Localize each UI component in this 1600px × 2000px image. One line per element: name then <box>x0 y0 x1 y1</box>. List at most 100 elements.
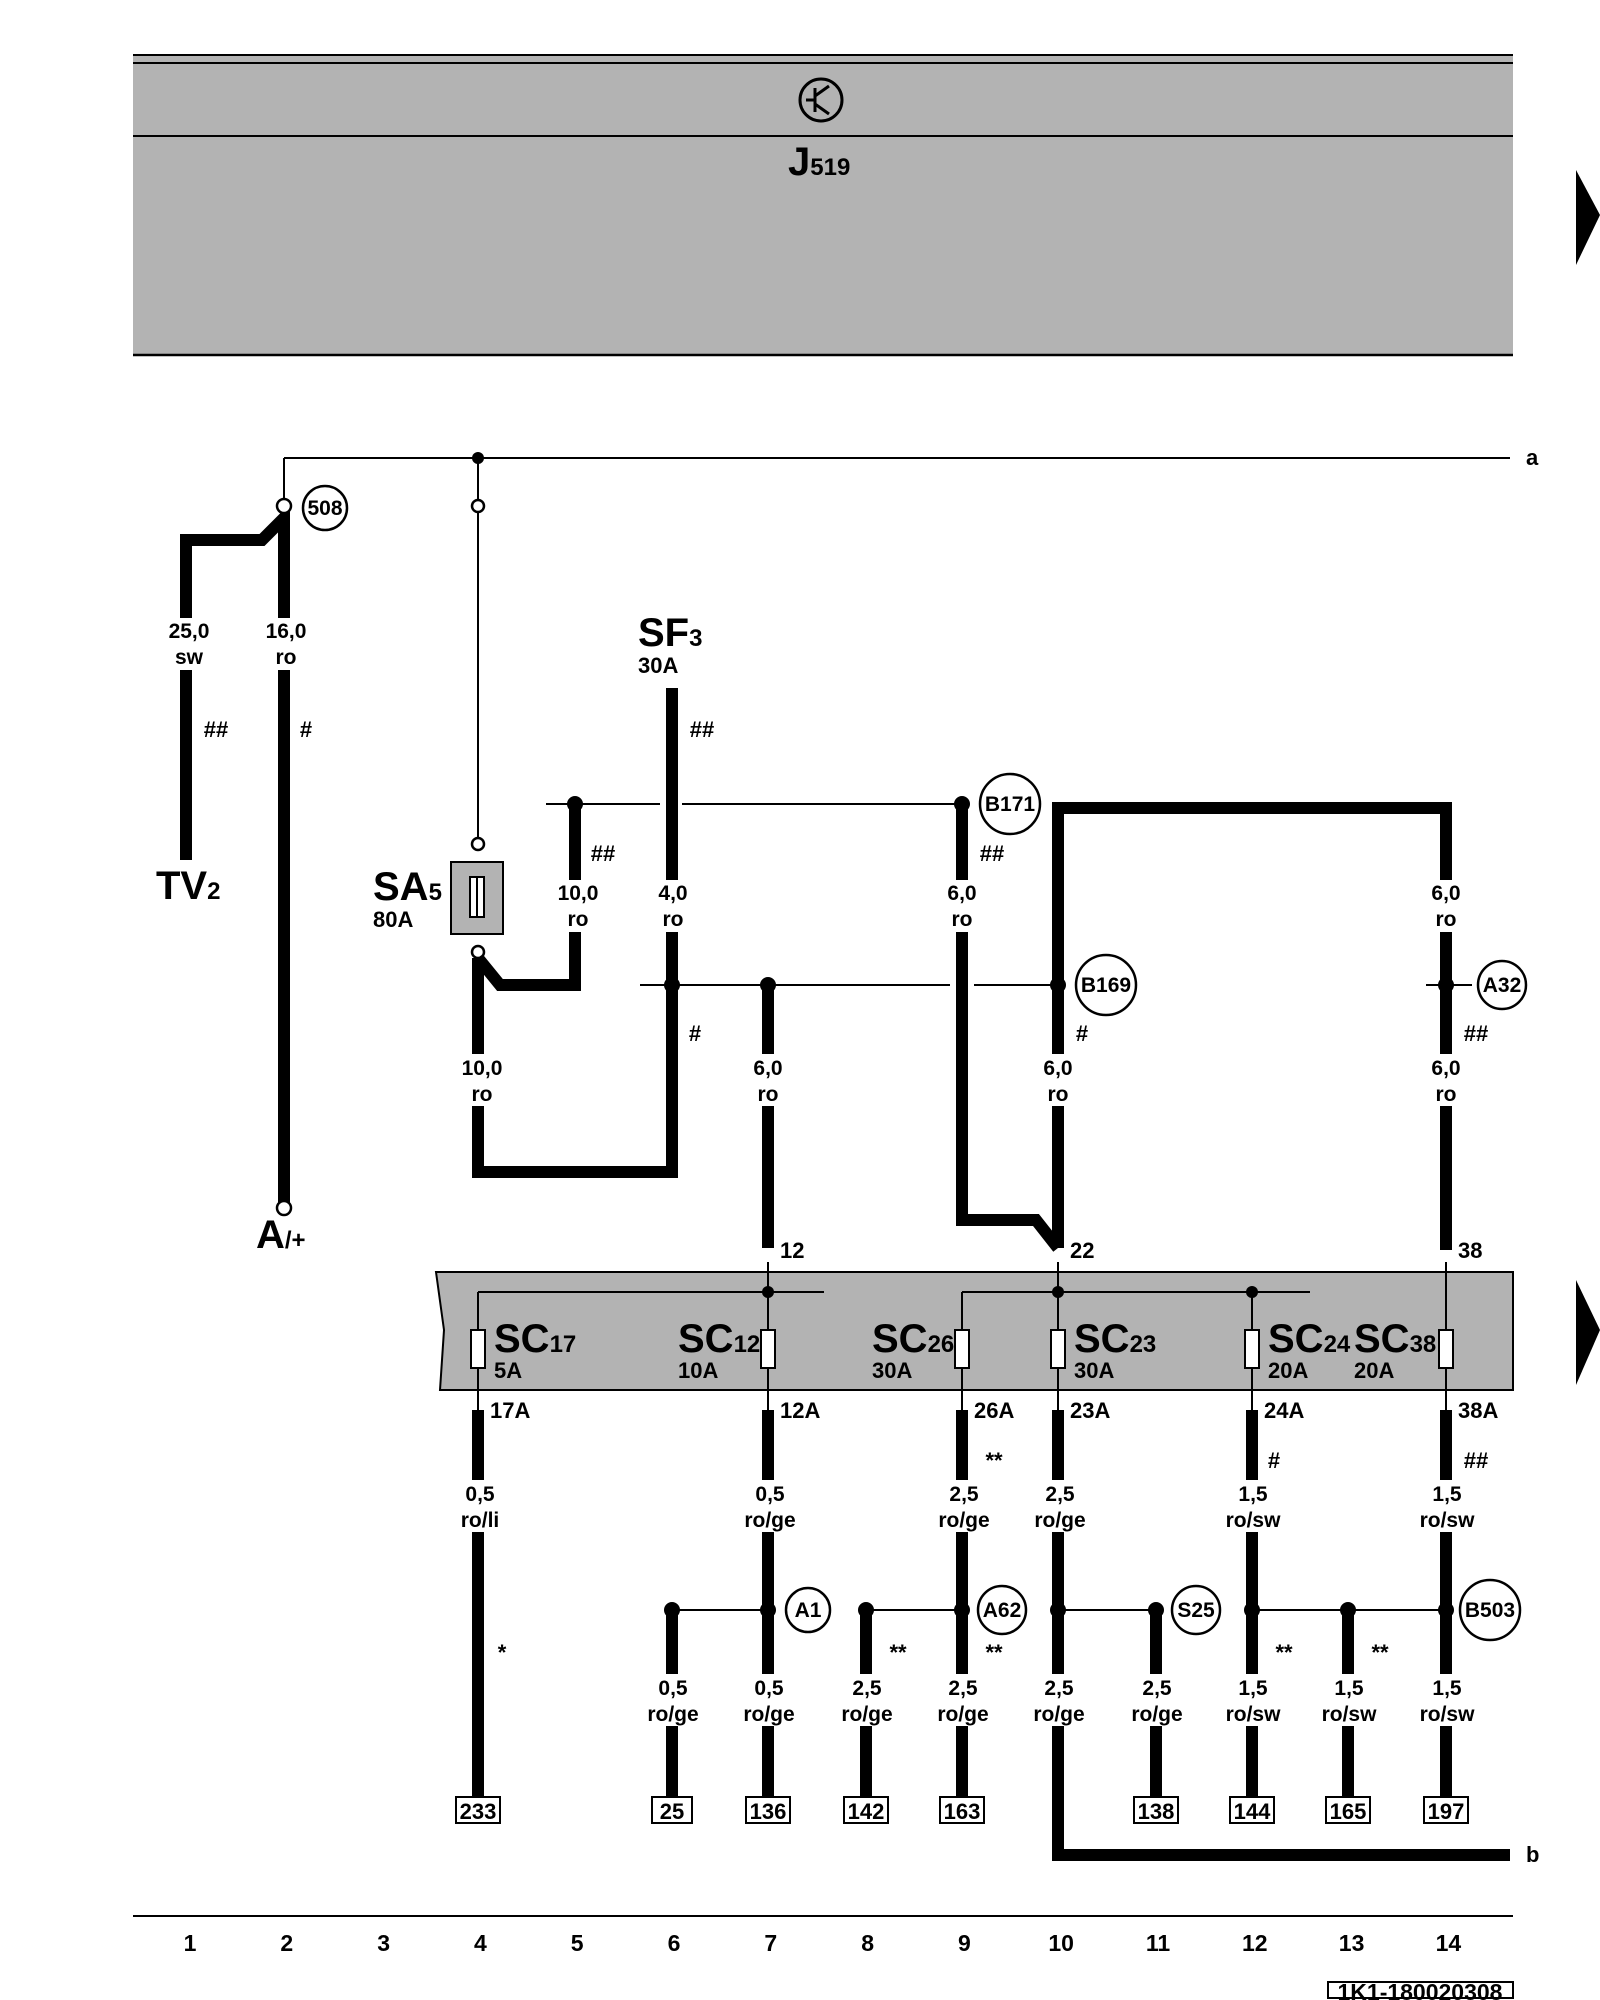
svg-text:ro/ge: ro/ge <box>841 1703 892 1726</box>
svg-text:B503: B503 <box>1465 1599 1515 1622</box>
column-number: 5 <box>571 1930 584 1956</box>
svg-text:25,0: 25,0 <box>169 620 210 643</box>
node-b503: B503 <box>1458 1578 1522 1642</box>
svg-text:30A: 30A <box>872 1358 912 1383</box>
control-unit-box <box>133 55 1513 355</box>
svg-text:A32: A32 <box>1483 974 1522 997</box>
column-number: 8 <box>861 1930 874 1956</box>
svg-text:ro: ro <box>472 1083 493 1106</box>
svg-text:**: ** <box>1275 1640 1293 1665</box>
fuse-sa5 <box>450 836 504 960</box>
svg-text:ro/sw: ro/sw <box>1420 1509 1476 1532</box>
svg-text:2,5: 2,5 <box>1044 1677 1074 1700</box>
svg-text:1,5: 1,5 <box>1334 1677 1364 1700</box>
svg-text:##: ## <box>591 841 615 866</box>
svg-text:12: 12 <box>780 1238 804 1263</box>
column-number: 10 <box>1048 1930 1074 1956</box>
svg-text:##: ## <box>980 841 1004 866</box>
svg-text:22: 22 <box>1070 1238 1094 1263</box>
column-number: 12 <box>1242 1930 1268 1956</box>
svg-text:B169: B169 <box>1081 974 1131 997</box>
bus-label-a: a <box>1526 445 1539 470</box>
terminal-boxes: 233 25 136 142 163 138 144 165 197 <box>455 1796 1469 1824</box>
svg-text:38A: 38A <box>1458 1398 1498 1423</box>
svg-text:ro: ro <box>952 908 973 931</box>
wire-b171 <box>956 804 1063 1252</box>
svg-text:10,0: 10,0 <box>462 1057 503 1080</box>
fuse-sc17: SC17 <box>494 1317 576 1361</box>
svg-text:2,5: 2,5 <box>1142 1677 1172 1700</box>
svg-text:233: 233 <box>460 1799 497 1824</box>
svg-text:163: 163 <box>944 1799 981 1824</box>
mid-wire-labels: 0,5 ro/li 0,5 ro/ge 2,5 ro/ge 2,5 ro/ge … <box>448 1480 1480 1532</box>
svg-text:136: 136 <box>750 1799 787 1824</box>
svg-text:B171: B171 <box>985 793 1036 816</box>
column-number: 11 <box>1146 1930 1171 1956</box>
svg-text:##: ## <box>1464 1448 1488 1473</box>
node-b169: B169 <box>1074 953 1138 1017</box>
svg-text:ro: ro <box>1436 1083 1457 1106</box>
svg-text:5A: 5A <box>494 1358 522 1383</box>
svg-text:ro/ge: ro/ge <box>647 1703 698 1726</box>
svg-text:24A: 24A <box>1264 1398 1304 1423</box>
component-sa5: SA5 <box>373 865 442 909</box>
component-tv2: TV2 <box>156 864 220 908</box>
next-page-arrow-icon-lower[interactable] <box>1576 1280 1600 1385</box>
column-number: 4 <box>474 1930 487 1956</box>
svg-text:142: 142 <box>848 1799 885 1824</box>
column-number: 1 <box>184 1930 197 1956</box>
svg-text:1,5: 1,5 <box>1238 1483 1268 1506</box>
component-sf3: SF3 <box>638 611 702 655</box>
svg-text:ro/ge: ro/ge <box>1033 1703 1084 1726</box>
svg-text:ro/ge: ro/ge <box>743 1703 794 1726</box>
fuse-sc12: SC12 <box>678 1317 760 1361</box>
fuse-sc38: SC38 <box>1354 1317 1436 1361</box>
svg-text:ro/li: ro/li <box>461 1509 500 1532</box>
svg-text:*: * <box>498 1640 507 1665</box>
column-number: 2 <box>280 1930 293 1956</box>
svg-text:##: ## <box>204 717 228 742</box>
svg-text:ro: ro <box>758 1083 779 1106</box>
svg-text:2,5: 2,5 <box>852 1677 882 1700</box>
fuse-sc24: SC24 <box>1268 1317 1351 1361</box>
diagram-code: 1K1-180020308 <box>1338 1979 1503 2000</box>
svg-text:12A: 12A <box>780 1398 820 1423</box>
svg-text:0,5: 0,5 <box>658 1677 688 1700</box>
svg-text:30A: 30A <box>638 653 678 678</box>
svg-text:ro/ge: ro/ge <box>1034 1509 1085 1532</box>
svg-text:6,0: 6,0 <box>1043 1057 1072 1080</box>
svg-text:30A: 30A <box>1074 1358 1114 1383</box>
fuse-sc23: SC23 <box>1074 1317 1156 1361</box>
svg-text:165: 165 <box>1330 1799 1367 1824</box>
svg-text:ro/ge: ro/ge <box>938 1509 989 1532</box>
svg-text:508: 508 <box>307 497 342 520</box>
svg-text:1,5: 1,5 <box>1238 1677 1268 1700</box>
lower-wire-labels: 0,5 ro/ge 0,5 ro/ge 2,5 ro/ge 2,5 ro/ge … <box>638 1674 1480 1726</box>
svg-text:38: 38 <box>1458 1238 1482 1263</box>
svg-text:A1: A1 <box>795 1599 822 1622</box>
svg-text:ro: ro <box>568 908 589 931</box>
svg-text:0,5: 0,5 <box>754 1677 784 1700</box>
svg-text:2,5: 2,5 <box>948 1677 978 1700</box>
svg-text:1,5: 1,5 <box>1432 1483 1462 1506</box>
transistor-symbol-icon <box>798 77 844 123</box>
component-a-plus: A/+ <box>256 1213 306 1257</box>
svg-text:**: ** <box>1371 1640 1389 1665</box>
next-page-arrow-icon[interactable] <box>1576 170 1600 265</box>
svg-text:ro: ro <box>663 908 684 931</box>
svg-text:ro/sw: ro/sw <box>1226 1509 1282 1532</box>
control-unit-label: J519 <box>788 140 850 184</box>
svg-text:6,0: 6,0 <box>947 882 976 905</box>
bus-label-b: b <box>1526 1842 1539 1867</box>
svg-text:1,5: 1,5 <box>1432 1677 1462 1700</box>
svg-text:#: # <box>1076 1021 1088 1046</box>
svg-text:2,5: 2,5 <box>949 1483 979 1506</box>
svg-text:144: 144 <box>1234 1799 1271 1824</box>
column-number: 14 <box>1436 1930 1462 1956</box>
svg-text:S25: S25 <box>1177 1599 1215 1622</box>
node-s25: S25 <box>1170 1584 1222 1636</box>
svg-text:138: 138 <box>1138 1799 1175 1824</box>
svg-text:197: 197 <box>1428 1799 1465 1824</box>
